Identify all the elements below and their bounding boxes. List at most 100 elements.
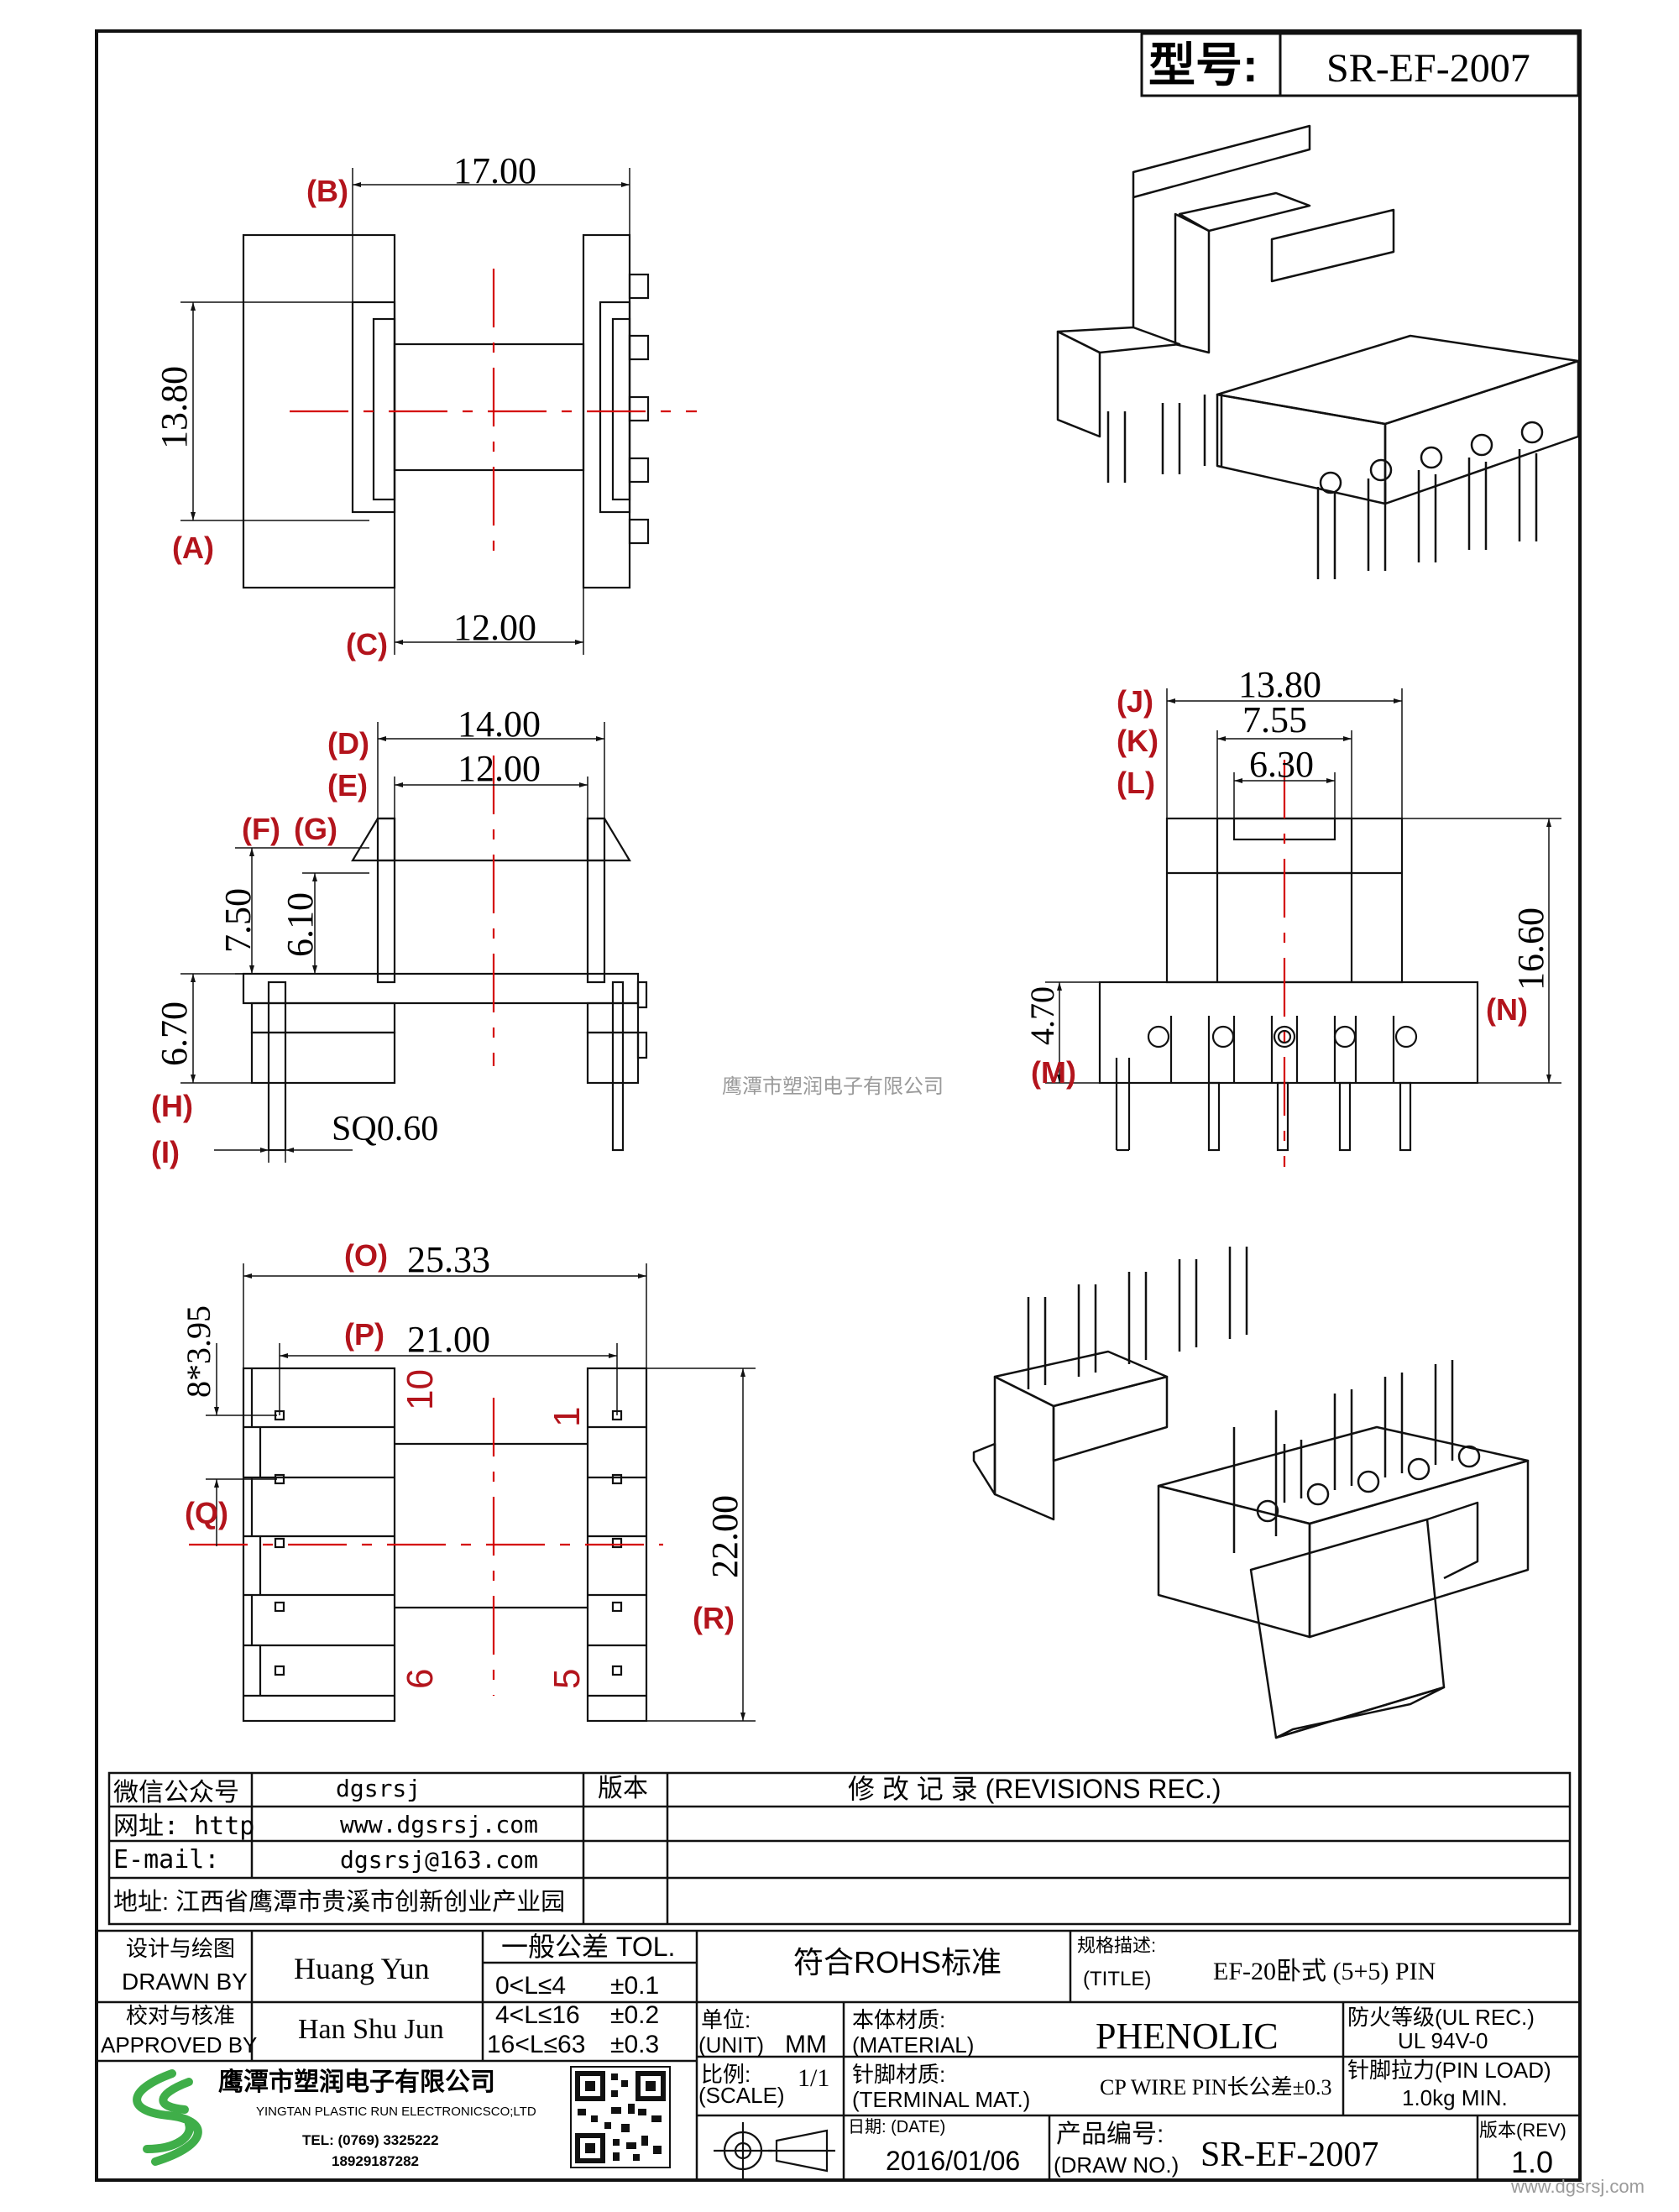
fire-rating-cn: 防火等级(UL REC.) xyxy=(1347,2005,1535,2030)
unit-cn: 单位: xyxy=(701,2007,751,2032)
draw-no-en: (DRAW NO.) xyxy=(1054,2152,1179,2178)
info-table xyxy=(107,1771,1572,1926)
dim-label-Q: (Q) xyxy=(185,1496,228,1530)
side-view xyxy=(180,722,648,1163)
address: 地址: 江西省鹰潭市贵溪市创新创业产业园 xyxy=(113,1888,565,1916)
email-value: dgsrsj@163.com xyxy=(340,1846,538,1874)
scale-cn: 比例: xyxy=(701,2062,751,2087)
dim-label-I: (I) xyxy=(151,1135,180,1169)
company-mobile: 18929187282 xyxy=(332,2153,419,2169)
pin-load: 1.0kg MIN. xyxy=(1402,2085,1508,2110)
center-watermark: 鹰潭市塑润电子有限公司 xyxy=(722,1075,944,1098)
tol-value-3: ±0.3 xyxy=(610,2031,659,2058)
fire-rating: UL 94V-0 xyxy=(1398,2028,1488,2053)
tol-value-1: ±0.1 xyxy=(610,1972,659,2000)
dim-label-H: (H) xyxy=(151,1089,193,1123)
dim-value-P: 21.00 xyxy=(407,1319,490,1360)
dim-label-J: (J) xyxy=(1117,684,1153,719)
dim-label-G: (G) xyxy=(294,812,337,846)
title-cn: 规格描述: xyxy=(1077,1935,1156,1956)
pin-number-6: 6 xyxy=(400,1669,441,1689)
dim-value-N: 16.60 xyxy=(1510,907,1551,991)
bottom-view xyxy=(189,1263,756,1723)
dim-value-H: 6.70 xyxy=(154,1001,195,1066)
dim-label-F: (F) xyxy=(242,812,280,846)
dim-value-D: 14.00 xyxy=(458,703,541,745)
model-number: SR-EF-2007 xyxy=(1326,46,1530,91)
terminal-en: (TERMINAL MAT.) xyxy=(852,2087,1030,2112)
dim-label-E: (E) xyxy=(327,768,368,803)
title-en: (TITLE) xyxy=(1083,1968,1151,1990)
product-title: EF-20卧式 (5+5) PIN xyxy=(1213,1958,1436,1985)
pin-number-1: 1 xyxy=(547,1407,588,1427)
company-tel: TEL: (0769) 3325222 xyxy=(302,2132,439,2148)
dim-label-R: (R) xyxy=(693,1601,735,1635)
dim-value-O: 25.33 xyxy=(407,1239,490,1280)
model-header: 型号: SR-EF-2007 xyxy=(1140,32,1580,97)
material-cn: 本体材质: xyxy=(852,2007,945,2032)
website-value: www.dgsrsj.com xyxy=(340,1811,538,1838)
model-label: 型号: xyxy=(1148,39,1258,92)
tol-range-3: 16<L≤63 xyxy=(487,2031,585,2058)
projection-symbol-icon xyxy=(714,2122,835,2179)
company-name-en: YINGTAN PLASTIC RUN ELECTRONICSCO;LTD xyxy=(256,2105,536,2119)
dim-value-J: 13.80 xyxy=(1238,664,1321,705)
wechat-label: 微信公众号 xyxy=(113,1779,239,1807)
scale-value: 1/1 xyxy=(798,2064,829,2092)
design-en: DRAWN BY xyxy=(122,1969,248,1995)
scale-en: (SCALE) xyxy=(698,2083,785,2108)
rev-value: 1.0 xyxy=(1511,2145,1553,2179)
date-value: 2016/01/06 xyxy=(886,2146,1020,2176)
dim-value-A: 13.80 xyxy=(154,366,195,449)
dim-value-F: 7.50 xyxy=(217,888,259,953)
dim-value-I: SQ0.60 xyxy=(332,1110,438,1148)
email-label: E-mail: xyxy=(113,1845,219,1875)
draw-no-cn: 产品编号: xyxy=(1056,2120,1164,2148)
drawing-frame xyxy=(95,29,1582,2182)
material-value: PHENOLIC xyxy=(1096,2016,1279,2057)
dim-label-P: (P) xyxy=(344,1317,384,1352)
terminal-value: CP WIRE PIN长公差±0.3 xyxy=(1100,2075,1331,2100)
dim-value-B: 17.00 xyxy=(453,150,536,191)
dim-value-L: 6.30 xyxy=(1249,744,1314,785)
revision-version-label: 版本 xyxy=(598,1775,648,1802)
rev-label: 版本(REV) xyxy=(1479,2120,1567,2141)
qr-code-icon xyxy=(570,2066,671,2168)
check-cn: 校对与核准 xyxy=(126,2003,235,2028)
dim-label-C: (C) xyxy=(346,627,388,662)
unit-en: (UNIT) xyxy=(698,2032,764,2058)
revision-title: 修 改 记 录 (REVISIONS REC.) xyxy=(848,1774,1221,1804)
tolerance-title: 一般公差 TOL. xyxy=(501,1932,675,1962)
pin-number-10: 10 xyxy=(400,1369,441,1410)
website-label: 网址: http xyxy=(113,1812,254,1841)
top-view xyxy=(180,168,697,655)
date-label: 日期: (DATE) xyxy=(848,2118,945,2136)
unit-value: MM xyxy=(785,2031,827,2058)
tol-range-2: 4<L≤16 xyxy=(495,2001,580,2029)
terminal-cn: 针脚材质: xyxy=(852,2062,945,2087)
title-block xyxy=(95,1929,1582,2182)
dim-value-R: 22.00 xyxy=(704,1495,745,1578)
dim-label-K: (K) xyxy=(1117,724,1159,758)
dim-value-E: 12.00 xyxy=(458,748,541,789)
design-cn: 设计与绘图 xyxy=(126,1936,235,1961)
material-en: (MATERIAL) xyxy=(852,2032,974,2058)
rohs-note: 符合ROHS标准 xyxy=(793,1945,1002,1979)
dim-value-G: 6.10 xyxy=(280,892,321,957)
dim-label-D: (D) xyxy=(327,726,369,761)
isometric-view-bottom xyxy=(972,1247,1530,1739)
dim-value-M: 4.70 xyxy=(1023,986,1061,1045)
pin-load-cn: 针脚拉力(PIN LOAD) xyxy=(1347,2058,1551,2083)
company-logo-icon xyxy=(133,2069,202,2166)
approved-by: Han Shu Jun xyxy=(298,2014,444,2045)
company-name: 鹰潭市塑润电子有限公司 xyxy=(218,2068,495,2096)
dim-value-C: 12.00 xyxy=(453,607,536,648)
dim-label-O: (O) xyxy=(344,1238,388,1273)
front-view xyxy=(1045,688,1561,1167)
dim-label-A: (A) xyxy=(172,531,214,565)
dim-label-N: (N) xyxy=(1486,992,1528,1027)
corner-watermark: www.dgsrsj.com xyxy=(1510,2176,1645,2197)
pin-number-5: 5 xyxy=(547,1669,588,1689)
dim-label-L: (L) xyxy=(1117,766,1155,800)
tol-value-2: ±0.2 xyxy=(610,2001,659,2029)
